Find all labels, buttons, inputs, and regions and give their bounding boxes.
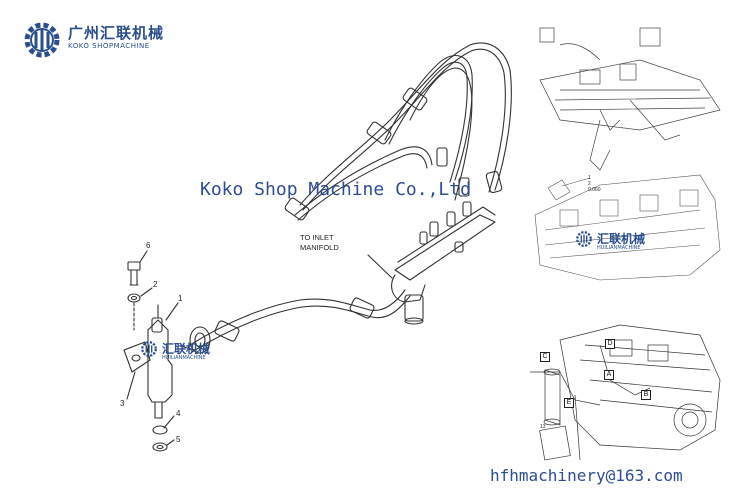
rail-fitting <box>404 294 424 322</box>
callout-1: 1 <box>178 294 183 303</box>
watermark-small-en: HUILIANMACHINE <box>162 355 206 361</box>
inset-label-a: A <box>604 370 614 380</box>
watermark-small-cn: 汇联机械 <box>597 232 646 246</box>
watermark-small-left: 汇联机械 HUILIANMACHINE <box>140 340 250 364</box>
gear-logo-icon <box>576 231 592 247</box>
leader-line <box>367 254 393 279</box>
fuel-pipe-2 <box>384 55 473 181</box>
callout-2: 2 <box>153 280 158 289</box>
brand-name-en: KOKO SHOPMACHINE <box>68 42 150 50</box>
inset-label-c: C <box>540 352 550 362</box>
fuel-pipe-1b <box>302 48 506 211</box>
gear-logo-icon <box>24 22 60 58</box>
annotation-line-2: MANIFOLD <box>300 243 339 252</box>
pipe-sleeve <box>458 177 470 197</box>
pipe-sleeve <box>485 170 503 194</box>
fuel-pipe-2b <box>388 61 468 183</box>
inset-note-1: 1 <box>588 175 591 181</box>
pipe-sleeve <box>366 121 392 145</box>
inset-note-4: 13 <box>540 424 546 430</box>
fuel-pipe-1 <box>299 42 512 206</box>
watermark-small-right: 汇联机械 HUILIANMACHINE <box>575 230 685 254</box>
callout-6: 6 <box>146 241 151 250</box>
pipe-sleeve <box>436 147 448 167</box>
brand-logo: 广州汇联机械 KOKO SHOPMACHINE <box>22 18 182 62</box>
inset-bottom-right <box>530 324 721 461</box>
watermark-small-en: HUILIANMACHINE <box>597 245 641 251</box>
common-rail <box>394 214 496 281</box>
fuel-pipe-4b <box>297 153 428 221</box>
inlet-manifold-label: TO INLET MANIFOLD <box>300 233 339 253</box>
watermark-small-cn: 汇联机械 <box>162 342 211 356</box>
pipe-sleeve <box>349 297 375 319</box>
inset-label-d: D <box>605 339 615 349</box>
inset-top-right <box>539 27 721 171</box>
inset-label-b: B <box>641 390 651 400</box>
injector-pipe <box>189 289 406 346</box>
annotation-line-1: TO INLET <box>300 233 334 242</box>
callout-4: 4 <box>176 409 181 418</box>
watermark-email: hfhmachinery@163.com <box>490 466 683 485</box>
inset-note-3: 0.060 <box>588 187 601 193</box>
brand-name-cn: 广州汇联机械 <box>68 24 165 42</box>
pipe-sleeve <box>214 320 240 342</box>
pipe-sleeve <box>284 197 310 221</box>
watermark-company: Koko Shop Machine Co.,Ltd <box>200 179 471 200</box>
gear-logo-icon <box>141 341 157 357</box>
fuel-pipe-4 <box>294 146 433 216</box>
inset-middle-right <box>534 174 721 281</box>
inset-note-2: 2 <box>588 181 591 187</box>
callout-5: 5 <box>176 435 181 444</box>
fuel-pipe-3 <box>409 67 473 201</box>
inset-label-e: E <box>564 398 574 408</box>
injector-assembly <box>123 261 173 452</box>
callout-3: 3 <box>120 399 125 408</box>
pipe-sleeve <box>402 87 428 111</box>
